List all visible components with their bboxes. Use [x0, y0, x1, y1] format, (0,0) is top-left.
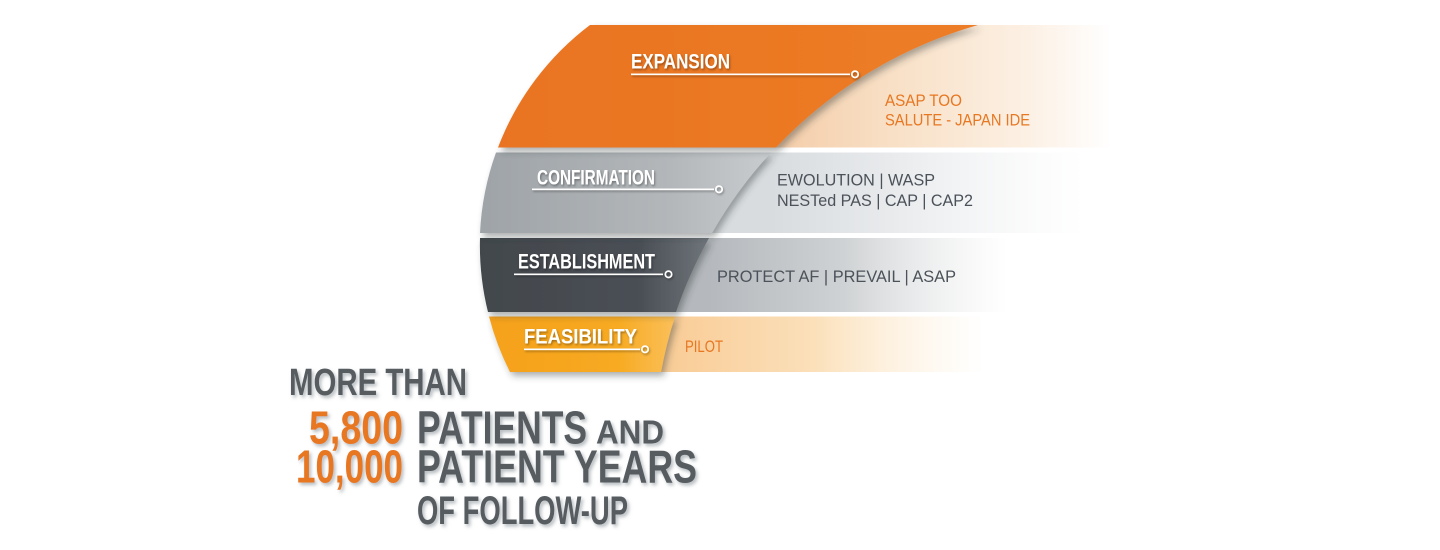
confirmation-solid-area	[480, 152, 771, 233]
summary-stat1-value: 5,800	[309, 402, 403, 454]
expansion-line-endpoint-dot	[850, 70, 860, 79]
feasibility-faded-area	[640, 316, 985, 372]
phase-label-confirmation: CONFIRMATION	[537, 166, 655, 189]
phase-band-establishment: ESTABLISHMENT PROTECT AF | PREVAIL | ASA…	[479, 238, 1008, 312]
summary-conjunction: AND	[596, 414, 664, 451]
summary-stat2-value: 10,000	[296, 441, 403, 493]
confirmation-trials-line2: NESTed PAS | CAP | CAP2	[777, 191, 973, 210]
phase-label-establishment: ESTABLISHMENT	[518, 250, 655, 273]
confirmation-trials-line1: EWOLUTION | WASP	[777, 171, 935, 190]
phase-label-expansion: EXPANSION	[631, 50, 730, 73]
expansion-solid-area	[498, 25, 978, 148]
phase-label-feasibility: FEASIBILITY	[524, 325, 637, 348]
phase-band-confirmation: CONFIRMATION EWOLUTION | WASP NESTed PAS…	[480, 152, 1085, 233]
feasibility-line-endpoint-dot	[640, 345, 650, 354]
confirmation-faded-area	[700, 152, 1085, 233]
phase-band-expansion: EXPANSION ASAP TOO SALUTE - JAPAN IDE	[498, 25, 1112, 148]
summary-stats: MORE THAN 5,800 PATIENTS AND 10,000 PATI…	[289, 362, 697, 533]
phase-band-feasibility: FEASIBILITY PILOT	[489, 316, 985, 372]
feasibility-solid-area	[489, 316, 675, 372]
summary-stat1-label: PATIENTS	[417, 402, 587, 454]
establishment-faded-area	[660, 238, 1008, 312]
establishment-trials-line1: PROTECT AF | PREVAIL | ASAP	[717, 267, 956, 286]
expansion-trials-line1: ASAP TOO	[885, 91, 962, 110]
establishment-line-endpoint-dot	[664, 270, 673, 279]
summary-prefix: MORE THAN	[289, 362, 467, 404]
feasibility-trials-line1: PILOT	[685, 337, 723, 356]
summary-suffix: OF FOLLOW-UP	[417, 489, 628, 533]
summary-stat2-label: PATIENT YEARS	[417, 441, 697, 493]
confirmation-line-endpoint-dot	[714, 185, 724, 194]
expansion-trials-line2: SALUTE - JAPAN IDE	[885, 111, 1030, 130]
